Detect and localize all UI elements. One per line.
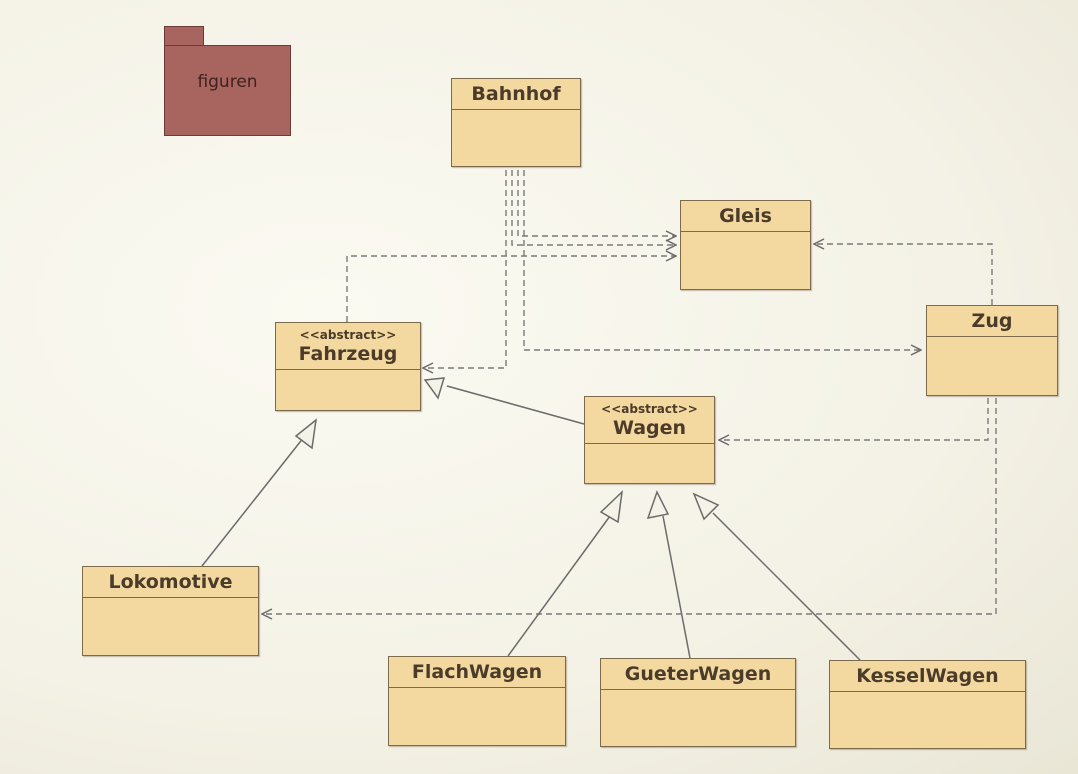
class-kesselwagen[interactable]: KesselWagen bbox=[829, 660, 1026, 749]
package-tab bbox=[164, 26, 204, 46]
class-name: Zug bbox=[927, 306, 1057, 337]
gen-lokomotive-fahrzeug bbox=[201, 436, 305, 567]
class-name: GueterWagen bbox=[601, 659, 795, 690]
gen-gueterwagen-wagen bbox=[662, 515, 691, 659]
dep-zug-lokomotive bbox=[262, 398, 997, 614]
class-header: <<abstract>> Fahrzeug bbox=[276, 323, 420, 370]
class-fahrzeug[interactable]: <<abstract>> Fahrzeug bbox=[275, 322, 421, 411]
gen-arrowhead bbox=[692, 492, 720, 521]
class-name: KesselWagen bbox=[830, 661, 1025, 692]
class-zug[interactable]: Zug bbox=[926, 305, 1058, 396]
class-bahnhof[interactable]: Bahnhof bbox=[451, 78, 581, 167]
dep-zug-wagen bbox=[719, 398, 989, 440]
class-name: FlachWagen bbox=[389, 657, 565, 688]
class-header: <<abstract>> Wagen bbox=[585, 397, 714, 444]
gen-flachwagen-wagen bbox=[507, 515, 611, 657]
class-gueterwagen[interactable]: GueterWagen bbox=[600, 658, 796, 747]
gen-arrowhead bbox=[423, 377, 446, 400]
class-lokomotive[interactable]: Lokomotive bbox=[82, 566, 259, 656]
class-wagen[interactable]: <<abstract>> Wagen bbox=[584, 396, 715, 484]
package-figuren[interactable]: figuren bbox=[164, 45, 291, 136]
class-name: Lokomotive bbox=[83, 567, 258, 598]
gen-arrowhead bbox=[646, 490, 670, 519]
class-name: Wagen bbox=[612, 417, 687, 439]
dep-bahnhof-fahrzeug bbox=[423, 170, 507, 368]
dep-bahnhof-gleis-1 bbox=[517, 170, 676, 236]
class-name: Bahnhof bbox=[452, 79, 580, 110]
gen-arrowhead bbox=[599, 489, 624, 524]
dep-bahnhof-gleis-2 bbox=[511, 170, 676, 245]
class-gleis[interactable]: Gleis bbox=[680, 200, 811, 290]
class-flachwagen[interactable]: FlachWagen bbox=[388, 656, 566, 746]
dep-zug-gleis bbox=[814, 244, 993, 305]
dep-bahnhof-zug bbox=[523, 170, 921, 350]
gen-arrowhead bbox=[294, 418, 318, 450]
class-stereotype: <<abstract>> bbox=[299, 328, 397, 342]
gen-wagen-fahrzeug bbox=[446, 385, 585, 425]
gen-kesselwagen-wagen bbox=[712, 512, 861, 661]
package-name: figuren bbox=[197, 72, 258, 92]
class-name: Gleis bbox=[681, 201, 810, 232]
class-stereotype: <<abstract>> bbox=[601, 402, 698, 416]
dep-fahrzeug-gleis bbox=[346, 256, 676, 322]
class-name: Fahrzeug bbox=[298, 343, 398, 365]
